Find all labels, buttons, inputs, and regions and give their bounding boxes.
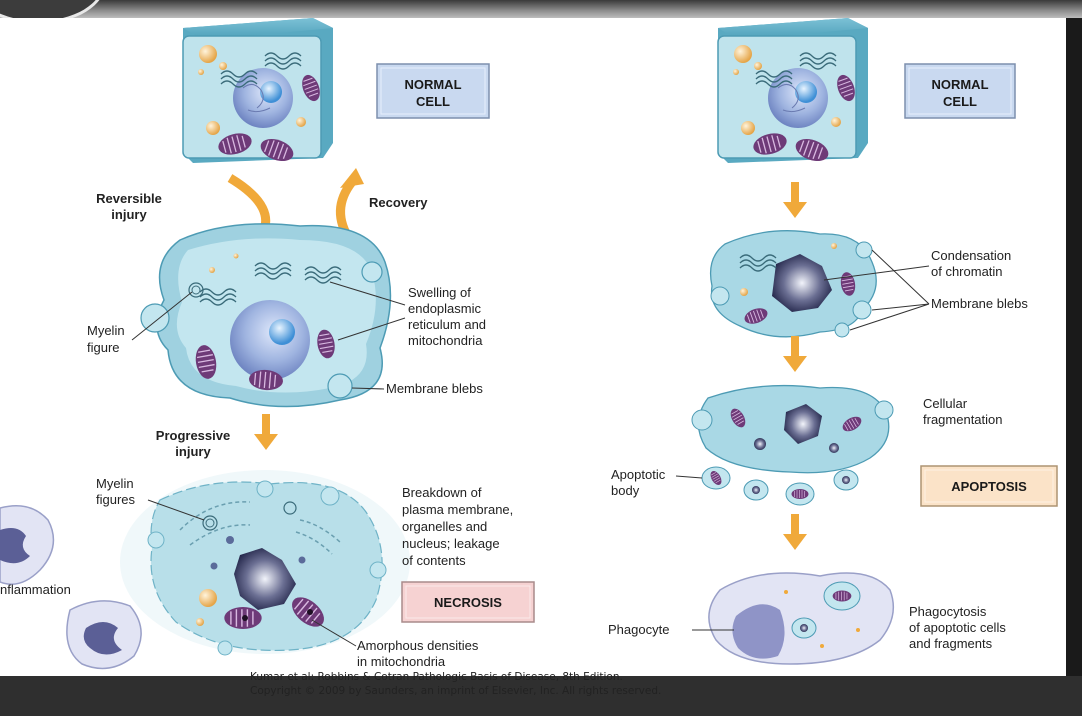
- top-bar: [0, 0, 1082, 18]
- membrane-blebs-right-label: Membrane blebs: [931, 296, 1028, 311]
- progressive-injury-label-2: injury: [175, 444, 211, 459]
- necrosis-box: NECROSIS: [401, 581, 535, 623]
- swelling-label-2: endoplasmic: [408, 301, 481, 316]
- necrotic-cell-illustration: [120, 470, 410, 656]
- phagocyte-illustration: [708, 572, 895, 665]
- right-arrow-1: [783, 182, 807, 218]
- myelin-figure-label-1: Myelin: [87, 323, 125, 338]
- normal-cell-left-box: NORMAL CELL: [376, 63, 490, 119]
- condensation-label-1: Condensation: [931, 248, 1011, 263]
- membrane-blebs-right-leaders: [849, 249, 930, 331]
- swelling-label-1: Swelling of: [408, 285, 471, 300]
- apoptotic-body-label-1: Apoptotic: [611, 467, 666, 482]
- swelling-leaders: [329, 281, 406, 341]
- condensed-cell-illustration: [709, 230, 877, 338]
- amorphous-label-1: Amorphous densities: [357, 638, 479, 653]
- progressive-arrow: [254, 414, 278, 450]
- apoptotic-body-label-2: body: [611, 483, 640, 498]
- recovery-arrowhead: [340, 168, 364, 188]
- inflammatory-cells-illustration: [0, 505, 142, 670]
- right-arrow-3: [783, 514, 807, 550]
- bottom-bar: [0, 676, 1082, 716]
- swelling-label-3: reticulum and: [408, 317, 486, 332]
- breakdown-label-4: nucleus; leakage: [402, 536, 500, 551]
- right-arrow-2: [783, 336, 807, 372]
- amorphous-leader: [311, 619, 357, 647]
- swollen-cell-illustration: [140, 223, 392, 408]
- breakdown-label-2: plasma membrane,: [402, 502, 513, 517]
- svg-text:NORMAL: NORMAL: [931, 77, 988, 92]
- phagocytosis-label-2: of apoptotic cells: [909, 620, 1006, 635]
- amorphous-label-2: in mitochondria: [357, 654, 446, 669]
- svg-text:NECROSIS: NECROSIS: [434, 595, 502, 610]
- svg-text:CELL: CELL: [943, 94, 977, 109]
- membrane-blebs-left-label: Membrane blebs: [386, 381, 483, 396]
- breakdown-label-5: of contents: [402, 553, 466, 568]
- condensation-label-2: of chromatin: [931, 264, 1003, 279]
- fragmenting-cell-illustration: [691, 384, 894, 506]
- reversible-injury-label-2: injury: [111, 207, 147, 222]
- myelin-figures-label-1: Myelin: [96, 476, 134, 491]
- fragmentation-label-1: Cellular: [923, 396, 968, 411]
- myelin-figure-leader: [131, 291, 193, 341]
- phagocytosis-label-1: Phagocytosis: [909, 604, 987, 619]
- svg-text:NORMAL: NORMAL: [404, 77, 461, 92]
- fragmentation-label-2: fragmentation: [923, 412, 1003, 427]
- right-edge-strip: [1066, 18, 1082, 676]
- apoptosis-box: APOPTOSIS: [920, 465, 1058, 507]
- breakdown-label-1: Breakdown of: [402, 485, 482, 500]
- citation-line-1: Kumar et al: Robbins & Cotran Pathologic…: [250, 671, 623, 683]
- condensation-leader: [823, 265, 930, 281]
- phagocytosis-label-3: and fragments: [909, 636, 993, 651]
- recovery-label: Recovery: [369, 195, 428, 210]
- myelin-figure-label-2: figure: [87, 340, 120, 355]
- phagocyte-label: Phagocyte: [608, 622, 669, 637]
- apoptotic-body-leader: [675, 475, 703, 479]
- myelin-figures-label-2: figures: [96, 492, 136, 507]
- breakdown-label-3: organelles and: [402, 519, 487, 534]
- normal-cell-left-illustration: [183, 18, 333, 165]
- citation-line-2: Copyright © 2009 by Saunders, an imprint…: [250, 685, 661, 697]
- normal-cell-right-box: NORMAL CELL: [904, 63, 1016, 119]
- myelin-figures-leader: [147, 499, 205, 521]
- normal-cell-right-illustration: [718, 18, 868, 165]
- membrane-blebs-left-leader: [351, 387, 385, 390]
- reversible-injury-label-1: Reversible: [96, 191, 162, 206]
- svg-text:CELL: CELL: [416, 94, 450, 109]
- progressive-injury-label-1: Progressive: [156, 428, 230, 443]
- inflammation-label: nflammation: [0, 582, 71, 597]
- swelling-label-4: mitochondria: [408, 333, 483, 348]
- svg-text:APOPTOSIS: APOPTOSIS: [951, 479, 1027, 494]
